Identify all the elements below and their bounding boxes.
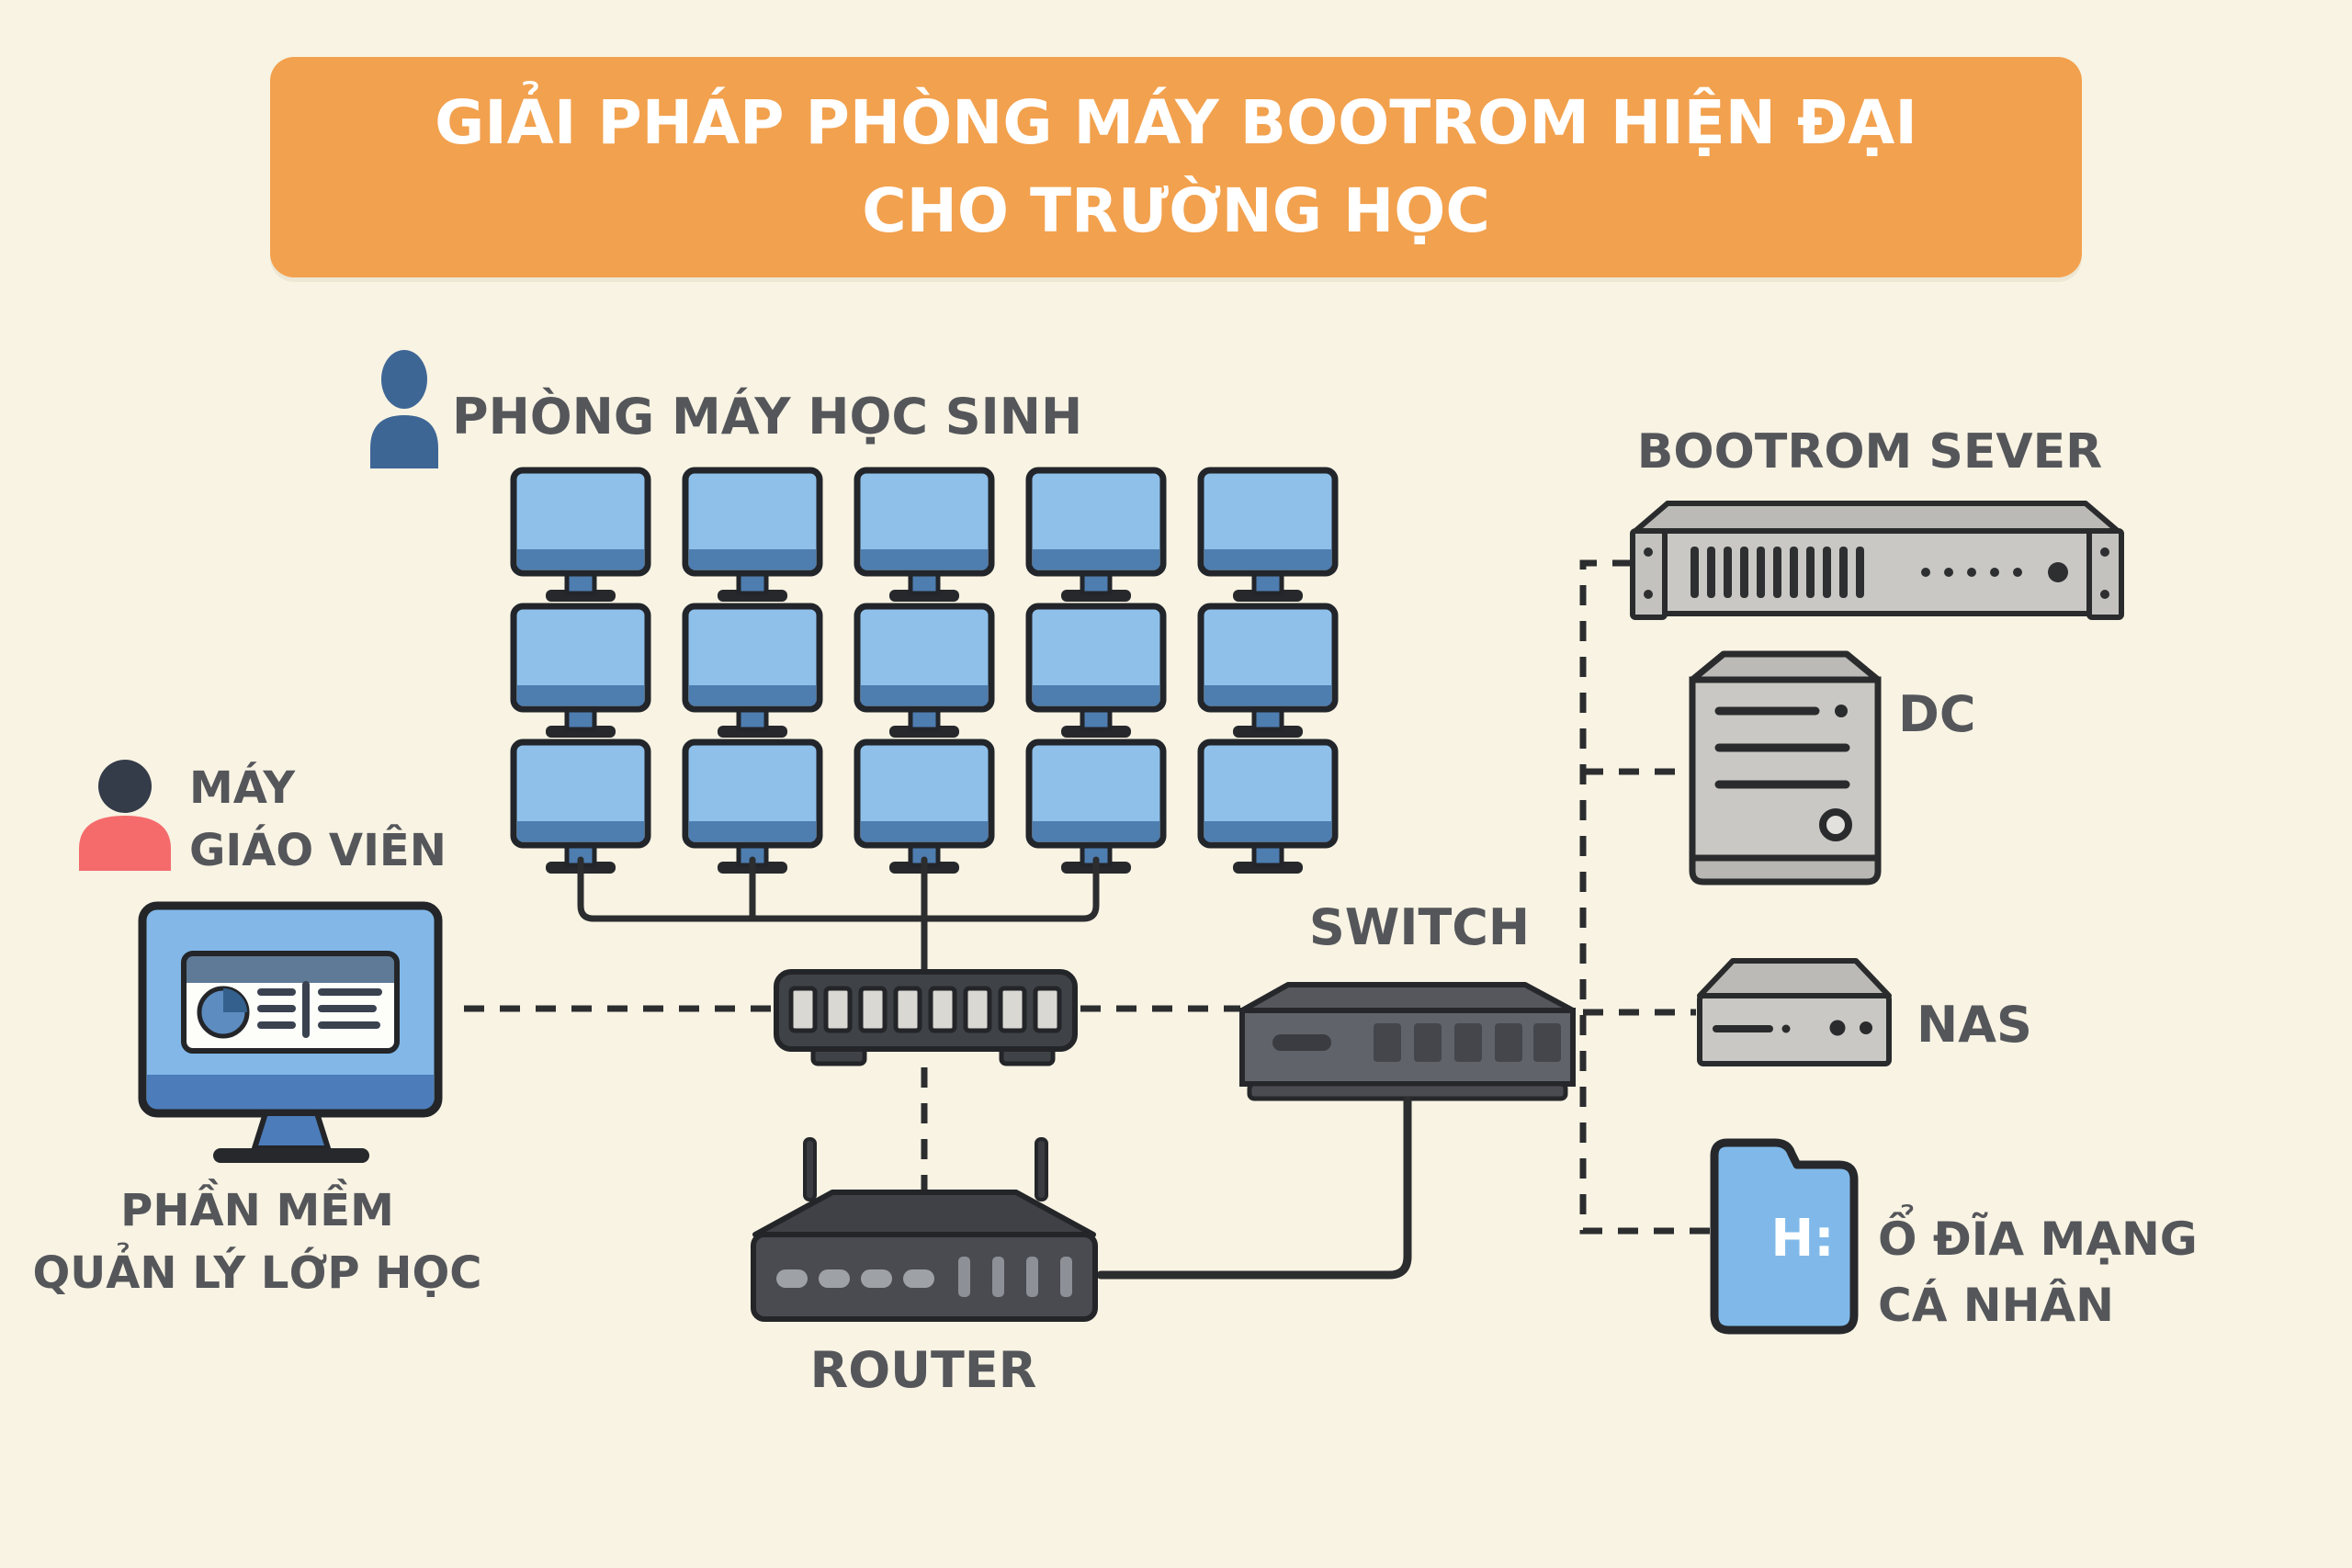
dc-server-device [1689, 650, 1882, 886]
title-line1: GIẢI PHÁP PHÒNG MÁY BOOTROM HIỆN ĐẠI [435, 87, 1917, 158]
switch-label: SWITCH [1308, 898, 1531, 956]
monitor-bundle-lines [577, 856, 1100, 974]
student-monitor [514, 470, 648, 602]
student-lab-label: PHÒNG MÁY HỌC SINH [452, 388, 1083, 446]
link-trunk-server-to-folder [1579, 559, 1711, 1235]
student-monitor [1201, 470, 1335, 602]
drive-label-line2: CÁ NHÂN [1878, 1279, 2115, 1332]
student-monitor [685, 606, 820, 738]
switch-device [1239, 982, 1576, 1101]
nas-device [1697, 958, 1892, 1066]
bootrom-server-device [1630, 501, 2124, 620]
student-monitor [514, 606, 648, 738]
student-monitor [1029, 742, 1163, 874]
student-monitor-grid [514, 470, 1335, 874]
drive-label-line1: Ổ ĐĨA MẠNG [1878, 1213, 2198, 1266]
router-label: ROUTER [809, 1341, 1037, 1399]
lab-hub [774, 969, 1078, 1066]
student-monitor [857, 606, 991, 738]
title-line2: CHO TRƯỜNG HỌC [862, 175, 1490, 246]
student-person-icon [370, 350, 438, 468]
router-device [751, 1137, 1098, 1322]
student-monitor [857, 742, 991, 874]
teacher-label-line1: MÁY [189, 762, 296, 814]
student-monitor [685, 742, 820, 874]
teacher-monitor [138, 901, 443, 1163]
teacher-person-icon [79, 760, 171, 871]
student-monitor [1029, 470, 1163, 602]
student-monitor [1201, 606, 1335, 738]
classroom-software-window [181, 951, 400, 1054]
teacher-label-line2: GIÁO VIÊN [189, 825, 447, 876]
student-monitor [857, 470, 991, 602]
link-switch-to-router [1096, 1096, 1412, 1280]
dashed-links [464, 559, 1711, 1235]
folder-icon [1710, 1138, 1859, 1335]
title-banner: GIẢI PHÁP PHÒNG MÁY BOOTROM HIỆN ĐẠI CHO… [270, 57, 2082, 277]
student-monitor [685, 470, 820, 602]
student-monitor [514, 742, 648, 874]
student-monitor [1201, 742, 1335, 874]
bootrom-server-label: BOOTROM SEVER [1636, 424, 2103, 479]
dc-label: DC [1898, 685, 1976, 743]
software-label-line1: PHẦN MỀM [120, 1185, 394, 1236]
software-label-line2: QUẢN LÝ LỚP HỌC [32, 1247, 482, 1299]
drive-letter: H: [1770, 1209, 1835, 1269]
student-monitor [1029, 606, 1163, 738]
nas-label: NAS [1917, 996, 2032, 1054]
